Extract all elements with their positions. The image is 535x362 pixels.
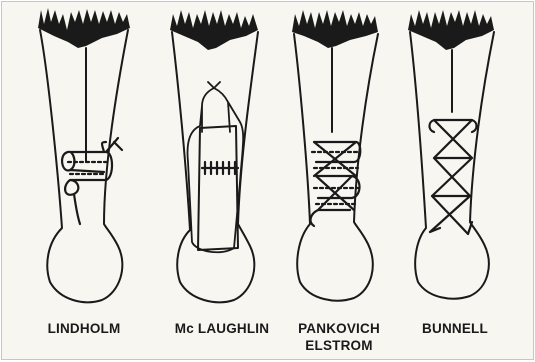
label-lindholm: LINDHOLM	[24, 320, 144, 337]
panel-mclaughlin-drawing	[170, 10, 258, 302]
pankovich-suture	[311, 142, 361, 226]
pankovich-tendon-outline	[294, 34, 378, 301]
panel-pankovich-drawing	[292, 10, 378, 301]
label-elstrom-line-2: ELSTROM	[284, 337, 394, 354]
bunnell-frayed-end	[408, 10, 494, 50]
mclaughlin-pull-out-block	[198, 126, 238, 250]
label-lindholm-line-1: LINDHOLM	[24, 320, 144, 337]
label-mclaughlin-line-1: Mc LAUGHLIN	[152, 320, 292, 337]
label-bunnell-line-1: BUNNELL	[400, 320, 510, 337]
mclaughlin-frayed-end	[170, 10, 258, 50]
label-pankovich-line-1: PANKOVICH	[284, 320, 394, 337]
panel-lindholm-drawing	[38, 8, 130, 302]
pankovich-frayed-end	[292, 10, 378, 48]
label-mclaughlin: Mc LAUGHLIN	[152, 320, 292, 337]
lindholm-frayed-end	[38, 8, 130, 48]
panel-bunnell-drawing	[408, 10, 494, 299]
lindholm-suture	[62, 138, 122, 224]
label-bunnell: BUNNELL	[400, 320, 510, 337]
mclaughlin-suture-line	[202, 162, 238, 174]
lindholm-tendon-outline	[40, 30, 128, 302]
label-pankovich-elstrom: PANKOVICH ELSTROM	[284, 320, 394, 354]
